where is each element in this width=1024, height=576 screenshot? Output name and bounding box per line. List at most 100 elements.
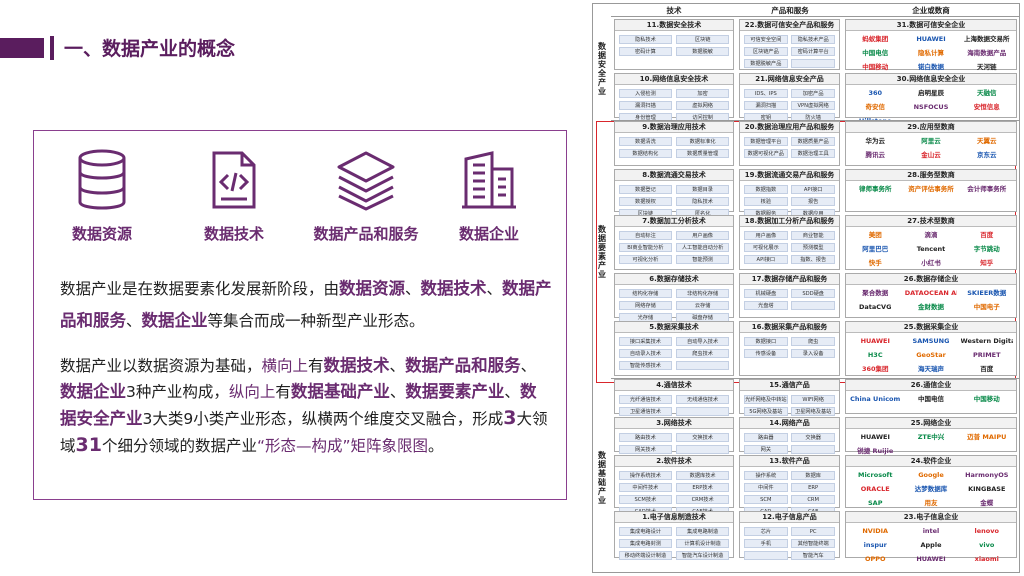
company-logo: ORACLE	[860, 485, 890, 493]
text-span: 数据产业以数据资源为基础，	[60, 357, 262, 375]
text-span: 大领域	[60, 410, 548, 455]
matrix-tag: 数据库	[791, 471, 835, 480]
matrix-tag: SCM技术	[619, 495, 672, 504]
icon-label-data-resource: 数据资源	[71, 225, 132, 243]
text-span: 等集合而成一种新型产业形态。	[207, 312, 425, 330]
matrix-cell-tech: 3.网络技术路由技术交换技术网关技术	[614, 417, 734, 454]
highlight-term: 数据产品和服务	[405, 356, 521, 375]
matrix-cell-title: 22.数据可信安全产品和服务	[740, 20, 839, 31]
matrix-cell-title: 29.应用型数商	[846, 122, 1016, 133]
text-span: 3大类9小类产业形态，纵横两个维度交叉融合，形成	[142, 410, 504, 428]
matrix-tag: 加密产品	[791, 89, 835, 98]
company-logo: 金财数据	[918, 303, 944, 311]
matrix-cell-title: 12.电子信息产品	[740, 512, 839, 523]
matrix-tag: CRM技术	[676, 495, 729, 504]
text-span: 、	[486, 280, 503, 298]
matrix-tag: 漏洞扫描	[619, 101, 672, 110]
matrix-cell-title: 16.数据采集产品和服务	[740, 322, 839, 333]
matrix-tag: ERP	[791, 483, 835, 492]
matrix-tag: IDS、IPS	[744, 89, 788, 98]
company-logo: xiaomi	[974, 555, 999, 563]
text-span: 、	[389, 357, 406, 375]
highlight-term: 数据技术	[420, 279, 487, 298]
logo-grid: 华为云阿里云天翼云腾讯云金山云京东云	[849, 136, 1013, 164]
company-logo: ZTE中兴	[917, 433, 945, 441]
matrix-tag	[791, 59, 835, 68]
text-span: 个细分领域的数据产业	[101, 437, 257, 455]
matrix-tag: 交换技术	[676, 433, 729, 442]
company-logo: Google	[918, 471, 944, 479]
matrix-cell-title: 10.网络信息安全技术	[615, 74, 733, 85]
company-logo: 锐捷 Ruijie	[857, 447, 894, 455]
matrix-tag: 卫星网络及基站	[791, 407, 835, 416]
matrix-tag: 集成电路设计	[619, 527, 672, 536]
code-document-icon	[212, 151, 256, 209]
company-logo: OPPO	[864, 555, 886, 563]
matrix-tag: 智能预测	[676, 255, 729, 264]
matrix-tag: 网关	[744, 445, 788, 454]
matrix-tag: 隐私技术产品	[791, 35, 835, 44]
company-logo: 腾讯云	[865, 151, 885, 159]
matrix-tag: 光纤网络及中转站	[744, 395, 788, 404]
company-logo: DataCVG	[859, 303, 892, 311]
matrix-cell-title: 9.数据治理应用技术	[615, 122, 733, 133]
company-logo: 启明星辰	[918, 89, 944, 97]
icon-row: 数据资源 数据技术	[34, 149, 566, 259]
company-logo: inspur	[863, 541, 887, 549]
company-logo: 中国移动	[973, 395, 1000, 403]
matrix-tag: 报告	[791, 197, 835, 206]
title-accent-tick	[50, 36, 54, 60]
matrix-cell-tech: 10.网络信息安全技术入侵检测加密漏洞扫描虚拟网络身份管理访问控制	[614, 73, 734, 122]
matrix-tag: 数据标准化	[676, 137, 729, 146]
text-span: 、	[504, 383, 520, 401]
matrix-tag: 用户画像	[744, 231, 788, 240]
matrix-tag: 接口采集技术	[619, 337, 672, 346]
matrix-tag: 数据质量管理	[676, 149, 729, 158]
matrix-cell-prod: 22.数据可信安全产品和服务可信安全空间隐私技术产品区块链产品密码计算平台数据脱…	[739, 19, 840, 70]
row-group-foundation: 数据基础产业	[593, 384, 611, 572]
icon-label-data-enterprise: 数据企业	[458, 225, 519, 243]
matrix-tag: 密码计算	[619, 47, 672, 56]
matrix-cell-title: 26.数据存储企业	[846, 274, 1016, 285]
company-logo: lenovo	[974, 527, 999, 535]
matrix-cell-title: 2.软件技术	[615, 456, 733, 467]
matrix-tag: 数据结构化	[619, 149, 672, 158]
company-logo: 资产评估事务所	[908, 185, 954, 193]
matrix-cell-title: 20.数据治理应用产品和服务	[740, 122, 839, 133]
matrix-tag: 智能汽车	[791, 551, 835, 560]
matrix-tag: 虚拟网络	[676, 101, 729, 110]
company-logo: SAMSUNG	[912, 337, 950, 345]
company-logo: 小红书	[921, 259, 941, 267]
matrix-tag	[676, 361, 729, 370]
row-group-label: 数据要素产业	[598, 225, 606, 279]
matrix-tag: 数据脱敏	[676, 47, 729, 56]
matrix-tag: 用户画像	[676, 231, 729, 240]
matrix-cell-tech: 5.数据采集技术接口采集技术自动导入技术自动录入技术爬虫技术智能传感技术	[614, 321, 734, 376]
matrix-cell-corp: 29.应用型数商华为云阿里云天翼云腾讯云金山云京东云	[845, 121, 1017, 166]
company-logo: 蚂蚁集团	[862, 35, 889, 43]
matrix-tag: 5G网络及基站	[744, 407, 788, 416]
matrix-tag: 卫星通信技术	[619, 407, 672, 416]
company-logo: KINGBASE	[968, 485, 1006, 493]
company-logo: 天翼云	[977, 137, 997, 145]
matrix-cell-prod: 13.软件产品操作系统数据库中间件ERPSCMCRMCADCAE	[739, 455, 840, 516]
row-group-security: 数据安全产业	[593, 18, 611, 120]
industry-matrix-diagram: 技术 产品和服务 企业或数商 数据安全产业 数据要素产业 数据基础产业 11.数…	[592, 3, 1020, 573]
tag-grid: 数据清洗数据标准化数据结构化数据质量管理	[619, 137, 729, 161]
company-logo: 华为云	[865, 137, 885, 145]
text-span: 有	[308, 357, 324, 375]
company-logo: PRIMET	[973, 351, 1001, 359]
matrix-tag: 集成电路封测	[619, 539, 672, 548]
highlight-number: 31	[75, 434, 102, 456]
matrix-tag: 数据授权	[619, 197, 672, 206]
